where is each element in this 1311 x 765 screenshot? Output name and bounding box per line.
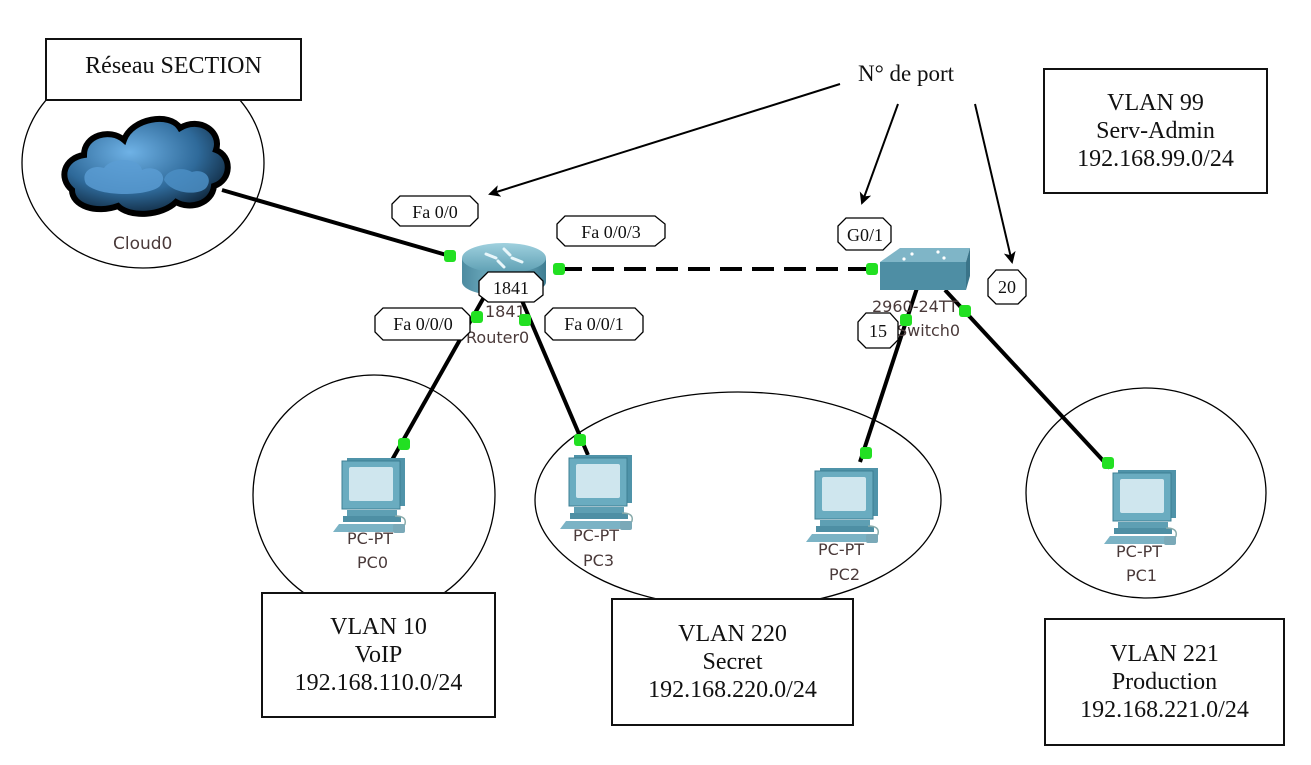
port-dot-router-fa001: [519, 314, 531, 326]
vlan221-subnet: 192.168.221.0/24: [1080, 697, 1249, 723]
port-label-15: 15: [857, 312, 899, 349]
vlan220-subnet: 192.168.220.0/24: [648, 677, 817, 703]
vlan221-box: VLAN 221 Production 192.168.221.0/24: [1044, 618, 1285, 746]
vlan221-id: VLAN 221: [1110, 641, 1219, 667]
pc3-icon[interactable]: [559, 454, 634, 531]
port-label-fa003: Fa 0/0/3: [556, 215, 666, 247]
pc0-model: PC-PT: [347, 529, 393, 548]
port-label-fa000: Fa 0/0/0: [374, 307, 471, 341]
vlan99-box: VLAN 99 Serv-Admin 192.168.99.0/24: [1043, 68, 1268, 194]
vlan99-subnet: 192.168.99.0/24: [1077, 146, 1234, 172]
vlan10-id: VLAN 10: [330, 614, 427, 640]
pc0-name: PC0: [357, 553, 388, 572]
svg-text:G0/1: G0/1: [847, 225, 883, 245]
arrow-to-port20: [974, 103, 1016, 264]
vlan99-id: VLAN 99: [1107, 90, 1204, 116]
pc1-name: PC1: [1126, 566, 1157, 585]
port-dot-router-fa003: [553, 263, 565, 275]
vlan10-name: VoIP: [354, 642, 403, 668]
network-title: Réseau SECTION: [85, 53, 262, 79]
svg-text:20: 20: [998, 277, 1016, 297]
vlan99-name: Serv-Admin: [1096, 118, 1215, 144]
port-label-g01: G0/1: [837, 217, 892, 251]
port-dot-router-fa000: [471, 311, 483, 323]
pc3-name: PC3: [583, 551, 614, 570]
pc2-model: PC-PT: [818, 540, 864, 559]
vlan10-box: VLAN 10 VoIP 192.168.110.0/24: [261, 592, 496, 718]
link-switch-pc1: [943, 288, 1112, 470]
switch-icon[interactable]: [880, 248, 970, 290]
port-status-dots: [398, 250, 1114, 469]
pc2-name: PC2: [829, 565, 860, 584]
cloud-icon[interactable]: [61, 116, 231, 217]
pc1-icon[interactable]: [1103, 469, 1178, 546]
network-title-box: Réseau SECTION: [45, 38, 302, 101]
arrow-to-g01: [859, 103, 899, 205]
port-label-20: 20: [987, 269, 1027, 305]
port-dot-switch-15: [900, 314, 912, 326]
vlan220-name: Secret: [702, 649, 763, 675]
port-dot-router-fa00: [444, 250, 456, 262]
svg-text:1841: 1841: [493, 278, 529, 298]
vlan220-id: VLAN 220: [678, 621, 787, 647]
port-dot-switch-20: [959, 305, 971, 317]
vlan221-name: Production: [1111, 669, 1218, 695]
arrow-to-fa00: [488, 83, 841, 197]
port-label-fa00: Fa 0/0: [391, 195, 479, 227]
cloud-name: Cloud0: [113, 234, 172, 254]
router-model: 1841: [485, 302, 526, 321]
vlan220-box: VLAN 220 Secret 192.168.220.0/24: [611, 598, 854, 726]
pc2-icon[interactable]: [805, 467, 880, 544]
port-dot-pc1: [1102, 457, 1114, 469]
pc1-model: PC-PT: [1116, 542, 1162, 561]
pc0-icon[interactable]: [332, 457, 407, 534]
port-dot-pc2: [860, 447, 872, 459]
router-name: Router0: [466, 328, 529, 347]
port-dot-pc3: [574, 434, 586, 446]
pc3-model: PC-PT: [573, 526, 619, 545]
link-router-pc3: [518, 295, 590, 456]
router-model-badge: 1841: [478, 271, 544, 303]
vlan221-group-ellipse: [1025, 387, 1267, 599]
svg-text:Fa 0/0/1: Fa 0/0/1: [564, 314, 624, 334]
svg-text:Fa 0/0/0: Fa 0/0/0: [393, 314, 453, 334]
link-cloud-router: [221, 188, 451, 258]
vlan10-subnet: 192.168.110.0/24: [294, 670, 463, 696]
port-label-fa001: Fa 0/0/1: [544, 307, 644, 341]
port-dot-switch-g01: [866, 263, 878, 275]
svg-text:Fa 0/0: Fa 0/0: [412, 202, 458, 222]
port-dot-pc0: [398, 438, 410, 450]
switch-model: 2960-24TT: [872, 297, 958, 316]
switch-name: Switch0: [897, 321, 960, 340]
svg-text:15: 15: [869, 321, 887, 341]
port-number-annotation: N° de port: [858, 61, 955, 86]
svg-text:Fa 0/0/3: Fa 0/0/3: [581, 222, 641, 242]
